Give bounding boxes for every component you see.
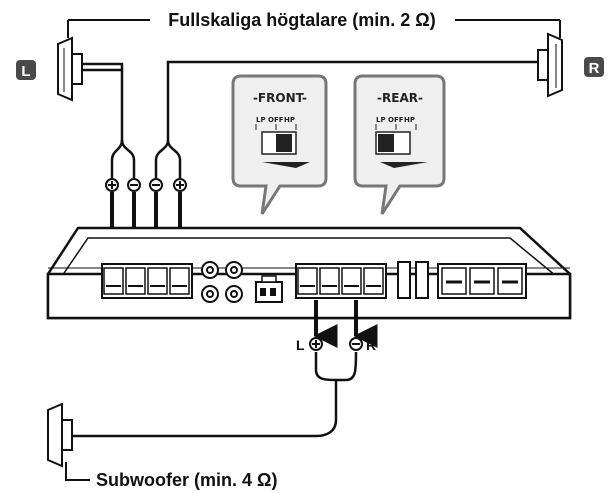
right-speaker-wires	[154, 60, 538, 178]
subwoofer-speaker	[47, 402, 90, 481]
left-speaker-wires	[82, 62, 136, 178]
fuses	[397, 261, 429, 299]
speaker-polarity-symbols	[105, 178, 187, 192]
subwoofer-wires	[84, 300, 378, 438]
remote-connector	[255, 275, 283, 303]
sub-input-right-label: R	[366, 337, 376, 353]
rear-switch-lp: LP	[376, 116, 386, 124]
full-range-speakers-label: Fullskaliga högtalare (min. 2 Ω)	[168, 10, 436, 30]
input-terminals	[295, 263, 387, 299]
left-speaker: L	[16, 36, 83, 102]
rear-switch-title: -REAR-	[377, 91, 423, 105]
front-switch-off: OFF	[268, 116, 284, 124]
rear-switch-hp: HP	[404, 116, 415, 124]
front-switch-title: -FRONT-	[253, 91, 307, 105]
subwoofer-polarity: L R	[296, 337, 376, 353]
rear-switch-off: OFF	[388, 116, 404, 124]
rear-filter-callout: -REAR- LP OFF HP	[353, 74, 446, 215]
subwoofer-label: Subwoofer (min. 4 Ω)	[96, 470, 277, 490]
left-speaker-badge: L	[21, 63, 30, 80]
front-filter-callout: -FRONT- LP OFF HP	[231, 74, 328, 215]
top-speaker-label-group: Fullskaliga högtalare (min. 2 Ω)	[67, 10, 561, 38]
sub-input-left-label: L	[296, 337, 305, 353]
rca-jacks	[201, 261, 243, 303]
front-switch-lp: LP	[256, 116, 266, 124]
front-switch-hp: HP	[284, 116, 295, 124]
right-speaker: R	[537, 32, 604, 98]
speaker-output-terminals	[101, 263, 193, 299]
right-speaker-badge: R	[589, 60, 600, 77]
power-terminals	[437, 263, 527, 299]
